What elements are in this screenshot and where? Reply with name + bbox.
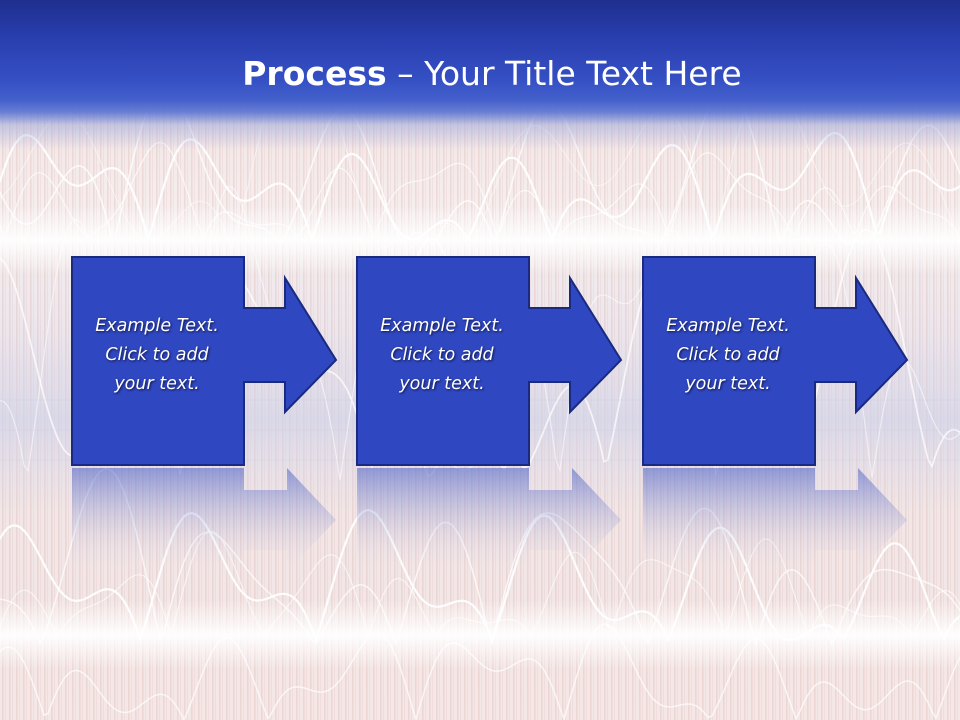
step-2-line-3: your text. bbox=[399, 374, 485, 394]
step-2-line-2: Click to add bbox=[390, 345, 494, 365]
step-3-reflection bbox=[643, 468, 907, 578]
step-1-line-1: Example Text. bbox=[95, 316, 219, 336]
step-1-line-3: your text. bbox=[114, 374, 200, 394]
step-2-line-1: Example Text. bbox=[380, 316, 504, 336]
title-rest-text: – Your Title Text Here bbox=[386, 54, 742, 93]
step-1-line-2: Click to add bbox=[105, 345, 209, 365]
step-3-arrow-shape bbox=[642, 256, 909, 466]
slide-title[interactable]: Process – Your Title Text Here bbox=[0, 52, 960, 96]
step-3-line-1: Example Text. bbox=[666, 316, 790, 336]
step-1-reflection bbox=[72, 468, 336, 578]
step-2-reflection bbox=[357, 468, 621, 578]
step-3-line-3: your text. bbox=[685, 374, 771, 394]
process-step-3[interactable]: Example Text. Click to add your text. bbox=[642, 256, 909, 578]
step-3-text[interactable]: Example Text. Click to add your text. bbox=[648, 312, 808, 399]
step-2-text[interactable]: Example Text. Click to add your text. bbox=[362, 312, 522, 399]
step-1-arrow-shape bbox=[71, 256, 338, 466]
title-bold-text: Process bbox=[242, 54, 387, 93]
step-2-arrow-shape bbox=[356, 256, 623, 466]
step-1-text[interactable]: Example Text. Click to add your text. bbox=[77, 312, 237, 399]
process-step-1[interactable]: Example Text. Click to add your text. bbox=[71, 256, 338, 578]
process-step-2[interactable]: Example Text. Click to add your text. bbox=[356, 256, 623, 578]
step-3-line-2: Click to add bbox=[676, 345, 780, 365]
